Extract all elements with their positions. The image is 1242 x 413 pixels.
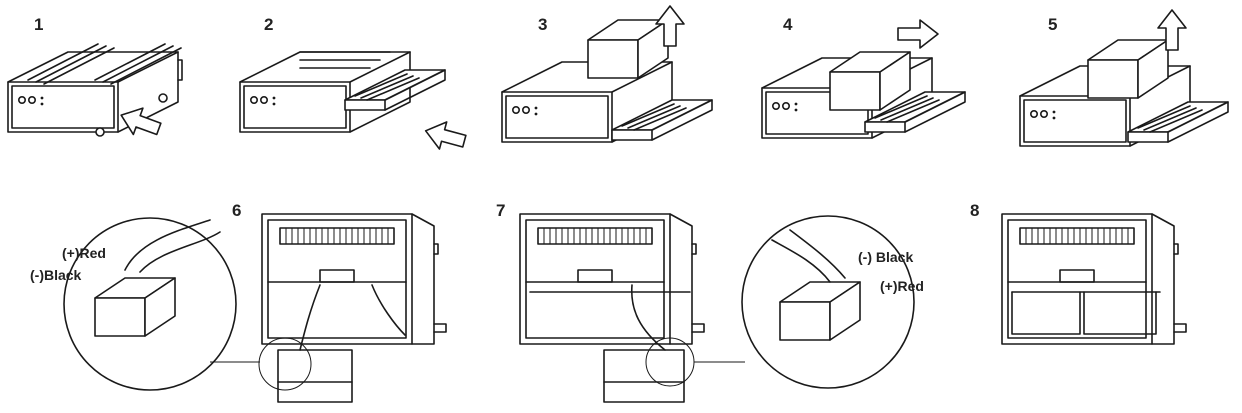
step-8-number: 8 xyxy=(970,201,979,220)
step-6-negative-label: (-)Black xyxy=(30,267,82,283)
step-1-illustration xyxy=(7,43,183,143)
step-3-illustration xyxy=(501,5,713,143)
step-6-number: 6 xyxy=(232,201,241,220)
step-2-illustration xyxy=(239,51,469,156)
step-1-number: 1 xyxy=(34,15,43,34)
step-6-illustration: (+)Red (-)Black xyxy=(30,213,447,403)
step-5-number: 5 xyxy=(1048,15,1057,34)
step-3-number: 3 xyxy=(538,15,547,34)
step-6-positive-label: (+)Red xyxy=(62,245,106,261)
step-4-number: 4 xyxy=(783,15,793,34)
step-4-illustration xyxy=(761,19,966,139)
step-7-number: 7 xyxy=(496,201,505,220)
step-2-number: 2 xyxy=(264,15,273,34)
step-8-illustration xyxy=(1001,213,1187,345)
step-7-negative-label: (-) Black xyxy=(858,249,913,265)
step-7-positive-label: (+)Red xyxy=(880,278,924,294)
step-7-illustration: (-) Black (+)Red xyxy=(519,213,924,403)
